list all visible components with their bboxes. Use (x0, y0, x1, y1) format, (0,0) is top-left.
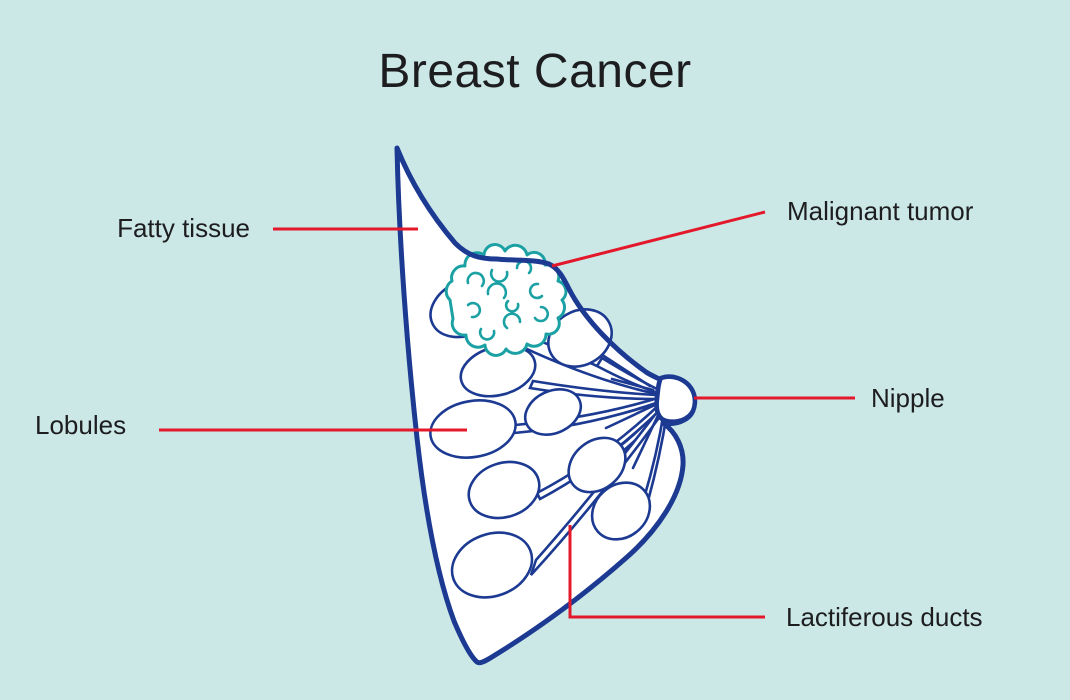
tumor-texture (533, 305, 550, 323)
lactiferous-ducts-label: Lactiferous ducts (786, 602, 983, 632)
duct-line (604, 402, 659, 430)
tumor-texture (489, 268, 509, 283)
fatty-tissue-label: Fatty tissue (117, 213, 250, 243)
diagram-title: Breast Cancer (378, 45, 692, 98)
lobule (567, 436, 627, 494)
malignant-tumor-shape (444, 243, 568, 357)
tumor-texture (478, 327, 496, 341)
tumor-texture (486, 282, 508, 300)
malignant-tumor-label: Malignant tumor (787, 196, 974, 226)
lobule (450, 531, 534, 599)
breast-outline (394, 145, 697, 666)
lobule (590, 481, 652, 541)
nipple-shape (654, 374, 698, 424)
leader-lines (159, 210, 855, 619)
malignant-tumor-leader-line (551, 210, 766, 268)
duct-line (631, 405, 664, 470)
lobules-label: Lobules (35, 410, 127, 440)
tumor-texture (504, 299, 520, 313)
tumor-texture (528, 282, 544, 300)
tumor-texture (466, 271, 486, 288)
tumor-texture (502, 312, 522, 330)
lobule (429, 399, 517, 459)
duct-line (610, 377, 655, 392)
lobule (467, 460, 541, 520)
nipple-label: Nipple (871, 383, 945, 413)
lactiferous-ducts-leader-line (568, 525, 765, 619)
lobule (523, 388, 583, 436)
tumor-texture (466, 301, 482, 319)
